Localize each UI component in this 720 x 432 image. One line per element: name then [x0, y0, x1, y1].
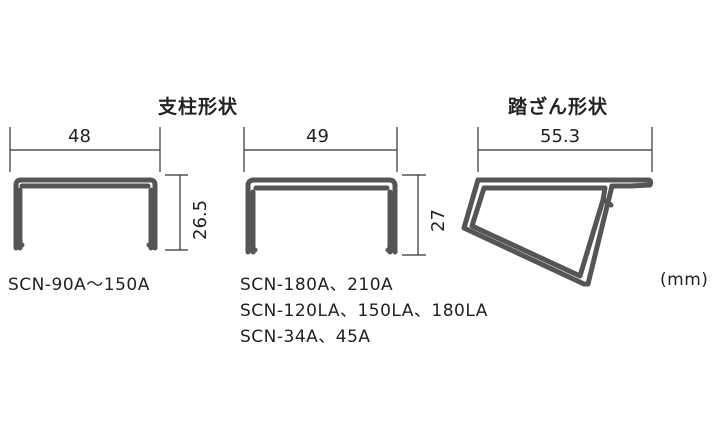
- step-shape-heading: 踏ざん形状: [508, 96, 609, 118]
- pillar2-models-line1: SCN-180A、210A: [240, 275, 394, 295]
- pillar1-height-label: 26.5: [190, 199, 211, 240]
- pillar2-width-label: 49: [306, 126, 329, 147]
- pillar1-width-label: 48: [68, 126, 91, 147]
- pillar1-height-dimension-line: [165, 174, 188, 251]
- pillar1-profile: [13, 177, 158, 251]
- step-profile: [461, 177, 654, 287]
- pillar2-height-dimension-line: [402, 174, 426, 256]
- pillar2-models-line3: SCN-34A、45A: [240, 327, 371, 347]
- step-width-label: 55.3: [540, 126, 581, 147]
- pillar1-models: SCN-90A～150A: [8, 275, 150, 295]
- step-width-dimension-line: [477, 127, 653, 172]
- unit-label: (mm): [660, 270, 709, 290]
- pillar2-width-dimension-line: [243, 127, 398, 172]
- pillar2-height-label: 27: [428, 209, 449, 232]
- pillar-shape-heading: 支柱形状: [158, 96, 239, 118]
- pillar2-profile: [245, 177, 398, 255]
- pillar2-models-line2: SCN-120LA、150LA、180LA: [240, 301, 488, 321]
- pillar1-width-dimension-line: [9, 127, 161, 172]
